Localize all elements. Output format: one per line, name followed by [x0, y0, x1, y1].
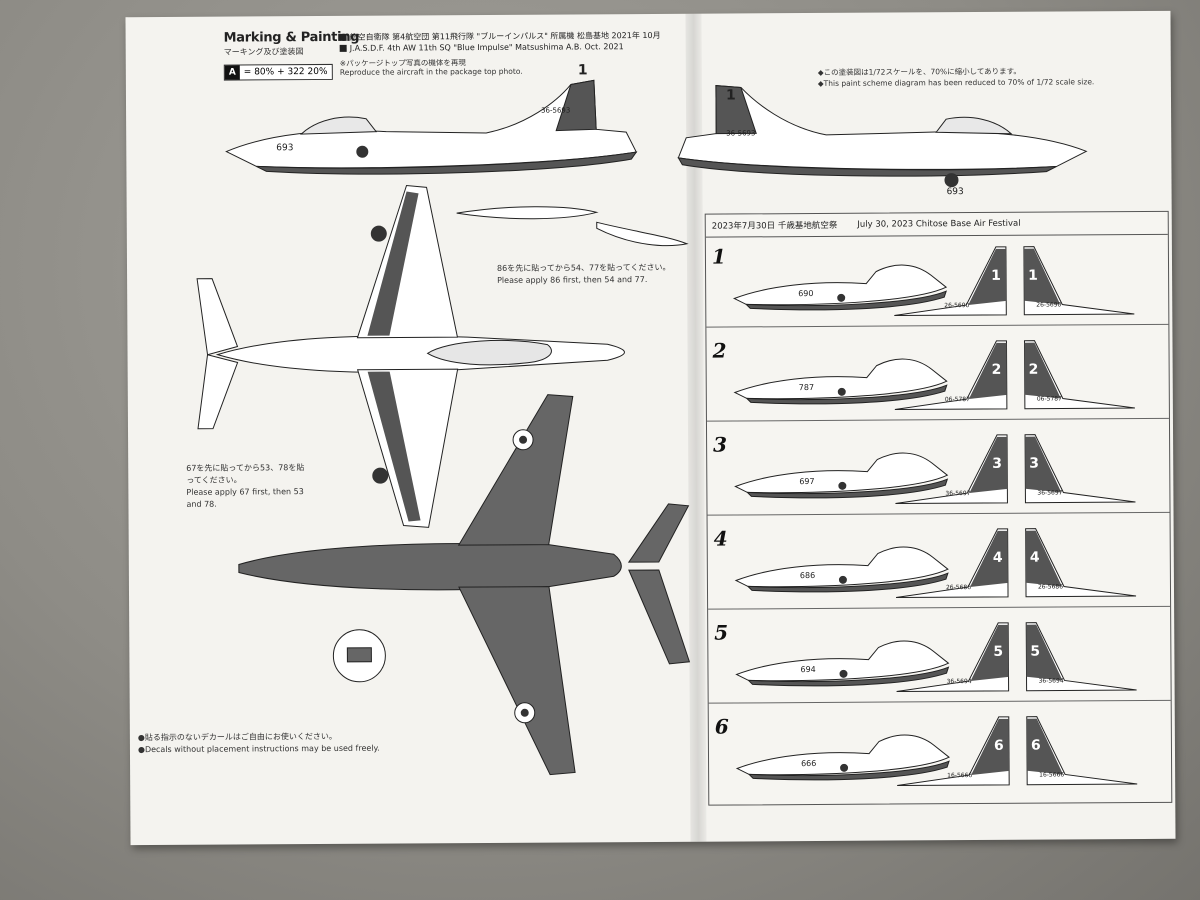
- row-tail-number-left: 36-5697: [945, 490, 970, 497]
- festival-row: 1 690 1 26-5690 1 26-5690: [705, 233, 1169, 328]
- profile-nose-number: 693: [276, 143, 293, 153]
- row-tail-digit-left: 5: [993, 644, 1003, 660]
- row-tail-digit-right: 3: [1029, 456, 1039, 472]
- row-tail-number-right: 06-5787: [1037, 395, 1062, 402]
- row-drawing: 666 6 16-5666 6 16-5666: [735, 716, 1138, 786]
- right-side-profile: 693 36-5693 1: [677, 85, 1088, 197]
- left-side-profile: 693 36-5693 1: [225, 62, 638, 175]
- row-nose-number: 666: [801, 759, 816, 768]
- row-tail-digit-right: 1: [1028, 268, 1038, 284]
- top-view: [196, 184, 625, 528]
- row-tail-number-right: 16-5666: [1039, 771, 1064, 778]
- profile-tail-digit: 1: [578, 62, 588, 78]
- row-nose-number: 694: [800, 665, 815, 674]
- profile-tail-number: 36-5693: [541, 106, 570, 114]
- svg-text:693: 693: [947, 187, 964, 197]
- bottom-view: [238, 394, 691, 776]
- row-drawing: 694 5 36-5694 5 36-5694: [735, 622, 1137, 693]
- row-tail-digit-right: 5: [1030, 644, 1040, 660]
- svg-text:36-5693: 36-5693: [726, 129, 755, 137]
- row-tail-number-left: 26-5686: [946, 584, 971, 591]
- aircraft-drawings: 693 36-5693 1 693 36-5693 1: [196, 62, 1088, 776]
- tank-views: [456, 206, 689, 247]
- row-tail-number-left: 26-5690: [944, 302, 969, 309]
- row-tail-number-right: 36-5694: [1039, 677, 1064, 684]
- row-nose-number: 686: [800, 571, 815, 580]
- row-tail-digit-right: 6: [1031, 738, 1041, 754]
- festival-row: 2 787 2 06-5787 2 06-5787: [706, 327, 1169, 422]
- row-tail-number-left: 36-5694: [947, 678, 972, 685]
- row-tail-number-right: 36-5697: [1037, 489, 1062, 496]
- festival-row: 5 694 5 36-5694 5 36-5694: [708, 609, 1171, 704]
- row-tail-digit-left: 2: [992, 362, 1002, 378]
- row-nose-number: 690: [798, 289, 813, 298]
- row-nose-number: 697: [799, 477, 814, 486]
- row-tail-number-right: 26-5686: [1038, 583, 1063, 590]
- festival-date-jp: 2023年7月30日 千歳基地航空祭: [711, 220, 838, 232]
- row-tail-digit-right: 4: [1030, 550, 1040, 566]
- instruction-sheet: Marking & Painting マーキング及び塗装図 A = 80% + …: [125, 10, 1176, 846]
- row-nose-number: 787: [799, 383, 814, 392]
- festival-row: 6 666 6 16-5666 6 16-5666: [709, 704, 1172, 797]
- row-tail-digit-left: 1: [991, 268, 1001, 284]
- row-drawing: 690 1 26-5690 1 26-5690: [732, 246, 1135, 317]
- row-drawing: 787 2 06-5787 2 06-5787: [733, 340, 1135, 411]
- row-tail-digit-left: 4: [993, 550, 1003, 566]
- row-drawing: 686 4 26-5686 4 26-5686: [734, 528, 1137, 599]
- row-tail-digit-left: 3: [992, 456, 1002, 472]
- festival-row: 4 686 4 26-5686 4 26-5686: [707, 515, 1171, 610]
- row-tail-number-left: 16-5666: [947, 772, 972, 779]
- festival-date-en: July 30, 2023 Chitose Base Air Festival: [857, 218, 1021, 230]
- festival-row: 3 697 3 36-5697 3 36-5697: [706, 421, 1170, 516]
- row-tail-number-right: 26-5690: [1036, 301, 1061, 308]
- row-tail-digit-right: 2: [1029, 362, 1039, 378]
- row-tail-digit-left: 6: [994, 738, 1004, 754]
- row-tail-number-left: 06-5787: [945, 396, 970, 403]
- row-drawing: 697 3 36-5697 3 36-5697: [734, 434, 1136, 505]
- svg-text:1: 1: [726, 87, 736, 103]
- festival-panel: 2023年7月30日 千歳基地航空祭 July 30, 2023 Chitose…: [704, 210, 1173, 806]
